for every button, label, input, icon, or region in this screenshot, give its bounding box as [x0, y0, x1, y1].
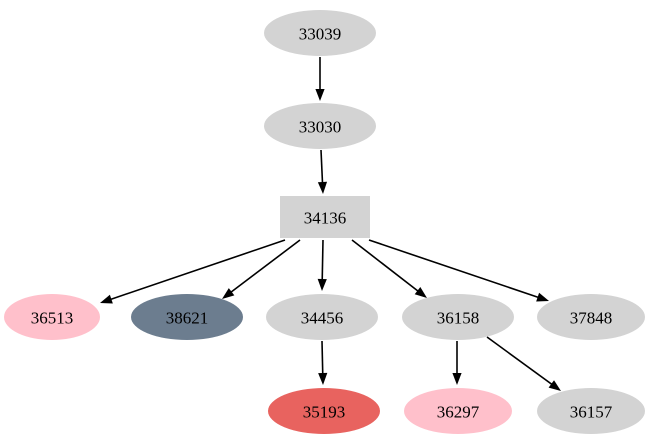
graph-node-36513[interactable]: 36513 — [4, 294, 100, 340]
graph-node-36158[interactable]: 36158 — [402, 294, 514, 340]
graph-node-36297[interactable]: 36297 — [404, 388, 512, 434]
node-shape-37848[interactable] — [537, 294, 645, 340]
graph-edge — [486, 336, 561, 391]
edges-layer — [100, 57, 561, 391]
graph-edge — [317, 239, 327, 291]
node-shape-36158[interactable] — [402, 294, 514, 340]
graph-edge — [452, 341, 462, 385]
node-shape-36157[interactable] — [537, 388, 645, 434]
node-shape-38621[interactable] — [131, 294, 243, 340]
graph-node-35193[interactable]: 35193 — [268, 388, 380, 434]
graph-node-37848[interactable]: 37848 — [537, 294, 645, 340]
node-shape-33030[interactable] — [264, 103, 376, 149]
node-shape-35193[interactable] — [268, 388, 380, 434]
node-shape-36513[interactable] — [4, 294, 100, 340]
graph-node-38621[interactable]: 38621 — [131, 294, 243, 340]
graph-node-33039[interactable]: 33039 — [264, 10, 376, 56]
graph-node-34136[interactable]: 34136 — [280, 196, 370, 238]
graph-edge — [318, 340, 328, 385]
graph-node-36157[interactable]: 36157 — [537, 388, 645, 434]
graph-edge — [100, 239, 286, 304]
node-shape-34456[interactable] — [266, 294, 378, 340]
graph-node-34456[interactable]: 34456 — [266, 294, 378, 340]
graph-node-33030[interactable]: 33030 — [264, 103, 376, 149]
node-shape-34136[interactable] — [280, 196, 370, 238]
graph-edge — [222, 239, 301, 299]
graph-edge — [315, 57, 325, 101]
node-shape-36297[interactable] — [404, 388, 512, 434]
graph-edge — [368, 239, 549, 302]
graph-edge — [317, 149, 328, 194]
nodes-layer: 33039 33030 34136 36513 38621 34456 36158 37848… — [4, 10, 645, 434]
node-shape-33039[interactable] — [264, 10, 376, 56]
graph-edge — [351, 239, 427, 298]
